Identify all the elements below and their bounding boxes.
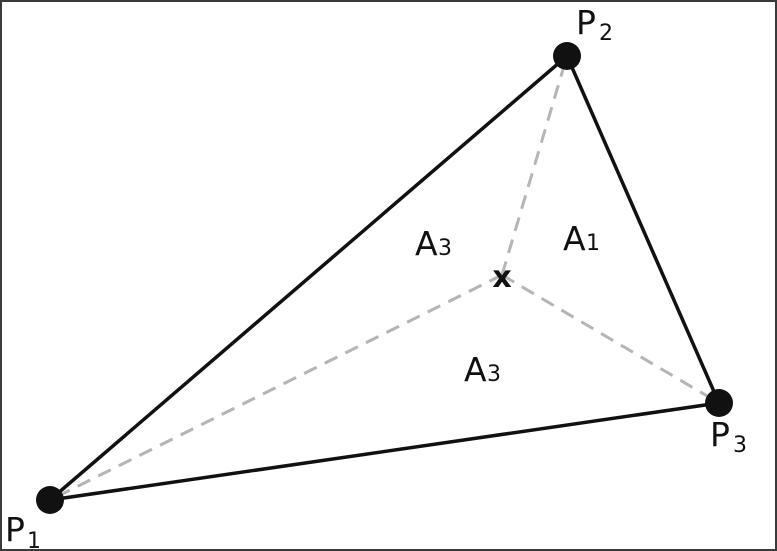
label-p3-letter: P (710, 415, 730, 454)
triangle-edges (48, 54, 721, 502)
edge-p2-p3 (565, 55, 721, 404)
area-right-letter: A (563, 219, 586, 258)
area-upper-left-sub: 3 (438, 236, 452, 261)
interior-point-marker: x (492, 260, 511, 295)
dashed-line-to-p1 (49, 273, 503, 502)
edge-p3-p1 (49, 401, 720, 502)
area-right-sub: 1 (586, 231, 600, 256)
label-p3: P 3 (710, 415, 747, 458)
label-p1: P 1 (5, 510, 41, 549)
label-p1-sub: 1 (27, 529, 41, 549)
dashed-line-to-p2 (500, 55, 569, 276)
area-upper-left-letter: A (415, 224, 438, 263)
dashed-line-to-p3 (501, 273, 720, 405)
label-p2-letter: P (576, 3, 596, 42)
label-p1-letter: P (5, 510, 25, 549)
vertex-p2 (553, 42, 581, 70)
label-area-upper-left: A 3 (415, 224, 452, 263)
label-area-bottom: A 3 (464, 350, 501, 389)
vertex-p1 (36, 486, 64, 514)
area-bottom-letter: A (464, 350, 487, 389)
label-p2: P 2 (576, 3, 613, 46)
label-p2-sub: 2 (599, 21, 613, 46)
label-p3-sub: 3 (733, 433, 747, 458)
edge-p1-p2 (48, 54, 569, 502)
label-area-right: A 1 (563, 219, 600, 258)
area-bottom-sub: 3 (487, 362, 501, 387)
dashed-connectors (49, 55, 720, 502)
vertex-p3 (705, 389, 733, 417)
